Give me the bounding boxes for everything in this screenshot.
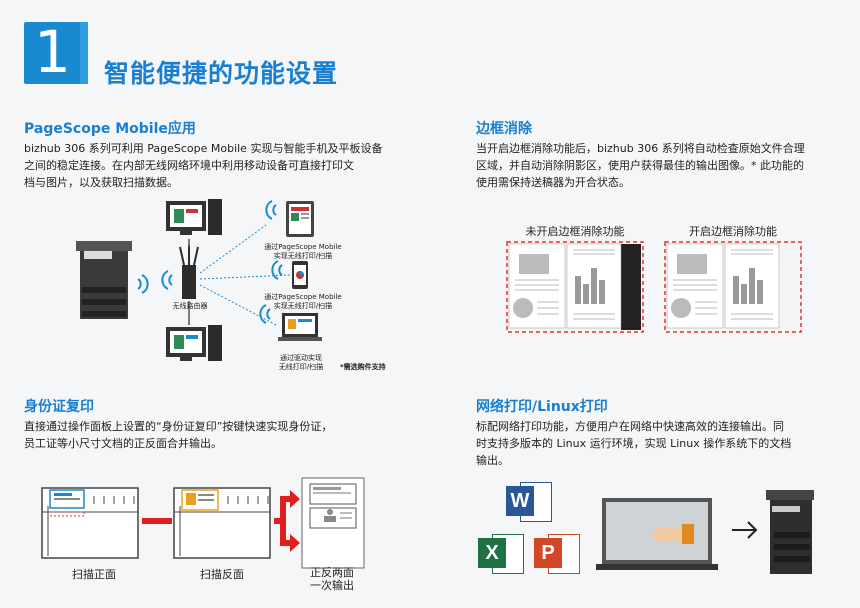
tablet-caption-line: 通过PageScope Mobile xyxy=(264,243,342,251)
header-number-box xyxy=(24,22,88,84)
header-number: 1 xyxy=(34,18,71,86)
option-note: *需选购件支持 xyxy=(340,363,386,371)
smartphone-icon xyxy=(292,261,308,289)
border-body-line: 当开启边框消除功能后，bizhub 306 系列将自动检查原始文件合理 xyxy=(476,142,805,155)
phone-caption-line: 通过PageScope Mobile xyxy=(264,293,342,301)
red-arrow-bar xyxy=(142,518,172,524)
powerpoint-icon: P xyxy=(534,532,580,574)
wifi-icon xyxy=(161,270,173,290)
wifi-icon xyxy=(137,274,149,294)
arrow-right-icon xyxy=(732,521,758,539)
border-on-label: 开启边框消除功能 xyxy=(689,225,777,238)
scan-front-panel xyxy=(41,487,139,559)
page-title: 智能便捷的功能设置 xyxy=(104,59,339,88)
ppt-letter: P xyxy=(534,538,562,568)
wifi-icon xyxy=(265,200,277,220)
idcopy-diagram xyxy=(41,477,365,569)
header-number-shade xyxy=(80,22,88,84)
red-merge-arrows xyxy=(274,490,300,552)
output-label-line: 正反两面 xyxy=(310,566,354,579)
mfp-printer-icon xyxy=(766,490,814,574)
border-off-label: 未开启边框消除功能 xyxy=(525,225,625,238)
tablet-caption-line: 实现无线打印/扫描 xyxy=(273,252,333,260)
output-sheet xyxy=(301,477,365,569)
router-icon xyxy=(179,245,199,299)
desktop-pc-icon xyxy=(166,325,222,361)
section-body-mobile: bizhub 306 系列可利用 PageScope Mobile 实现与智能手… xyxy=(24,140,424,191)
laptop-caption-line: 无线打印/扫描 xyxy=(278,363,324,371)
desktop-pc-icon xyxy=(166,199,222,235)
mobile-body-line: 之间的稳定连接。在内部无线网络环境中利用移动设备可直接打印文 xyxy=(24,159,354,172)
section-title-border: 边框消除 xyxy=(476,121,532,137)
wifi-icon xyxy=(259,304,271,324)
router-label: 无线路由器 xyxy=(172,302,208,310)
mfp-printer-icon xyxy=(76,241,132,319)
phone-caption-line: 实现无线打印/扫描 xyxy=(273,302,333,310)
output-label: 正反两面 一次输出 xyxy=(300,566,364,592)
network-body-line: 输出。 xyxy=(476,454,509,467)
network-body-line: 标配网络打印功能，方便用户在网络中快速高效的连接输出。同 xyxy=(476,420,784,433)
word-icon: W xyxy=(506,480,552,522)
mobile-body-line: bizhub 306 系列可利用 PageScope Mobile 实现与智能手… xyxy=(24,142,383,155)
border-body-line: 区域，并自动消除阴影区，使用户获得最佳的输出图像。* 此功能的 xyxy=(476,159,804,172)
section-body-network: 标配网络打印功能，方便用户在网络中快速高效的连接输出。同 时支持多版本的 Lin… xyxy=(476,418,846,469)
output-label-line: 一次输出 xyxy=(310,579,354,592)
mobile-diagram xyxy=(76,199,322,361)
document-without-border-erase xyxy=(506,241,644,333)
laptop-caption-line: 通过驱动实现 xyxy=(280,354,322,362)
laptop-icon xyxy=(278,313,322,341)
phone-caption: 通过PageScope Mobile 实现无线打印/扫描 xyxy=(258,293,348,311)
excel-letter: X xyxy=(478,538,506,568)
border-erase-diagram xyxy=(506,241,802,333)
network-print-diagram xyxy=(596,490,814,574)
wireless-connection-lines xyxy=(199,224,291,326)
border-body-line: 使用需保持送稿器为开合状态。 xyxy=(476,176,630,189)
front-scan-label: 扫描正面 xyxy=(72,568,116,581)
section-title-network: 网络打印/Linux打印 xyxy=(476,399,608,415)
section-title-idcopy: 身份证复印 xyxy=(24,399,94,415)
tablet-caption: 通过PageScope Mobile 实现无线打印/扫描 xyxy=(258,243,348,261)
network-body-line: 时支持多版本的 Linux 运行环境，实现 Linux 操作系统下的文档 xyxy=(476,437,792,450)
section-body-idcopy: 直接通过操作面板上设置的“身份证复印”按键快速实现身份证， 员工证等小尺寸文档的… xyxy=(24,418,424,452)
idcopy-body-line: 员工证等小尺寸文档的正反面合并输出。 xyxy=(24,437,222,450)
excel-icon: X xyxy=(478,532,524,574)
laptop-caption: 通过驱动实现 无线打印/扫描 xyxy=(266,354,336,372)
document-with-border-erase xyxy=(664,241,802,333)
section-title-mobile: PageScope Mobile应用 xyxy=(24,121,196,137)
tablet-icon xyxy=(286,201,314,237)
hand-pointer-icon xyxy=(652,524,694,544)
mobile-body-line: 档与图片，以及获取扫描数据。 xyxy=(24,176,178,189)
section-body-border: 当开启边框消除功能后，bizhub 306 系列将自动检查原始文件合理 区域，并… xyxy=(476,140,846,191)
back-scan-label: 扫描反面 xyxy=(200,568,244,581)
idcopy-body-line: 直接通过操作面板上设置的“身份证复印”按键快速实现身份证， xyxy=(24,420,333,433)
wifi-icon xyxy=(271,260,283,280)
word-letter: W xyxy=(506,486,534,516)
scan-back-panel xyxy=(173,487,271,559)
